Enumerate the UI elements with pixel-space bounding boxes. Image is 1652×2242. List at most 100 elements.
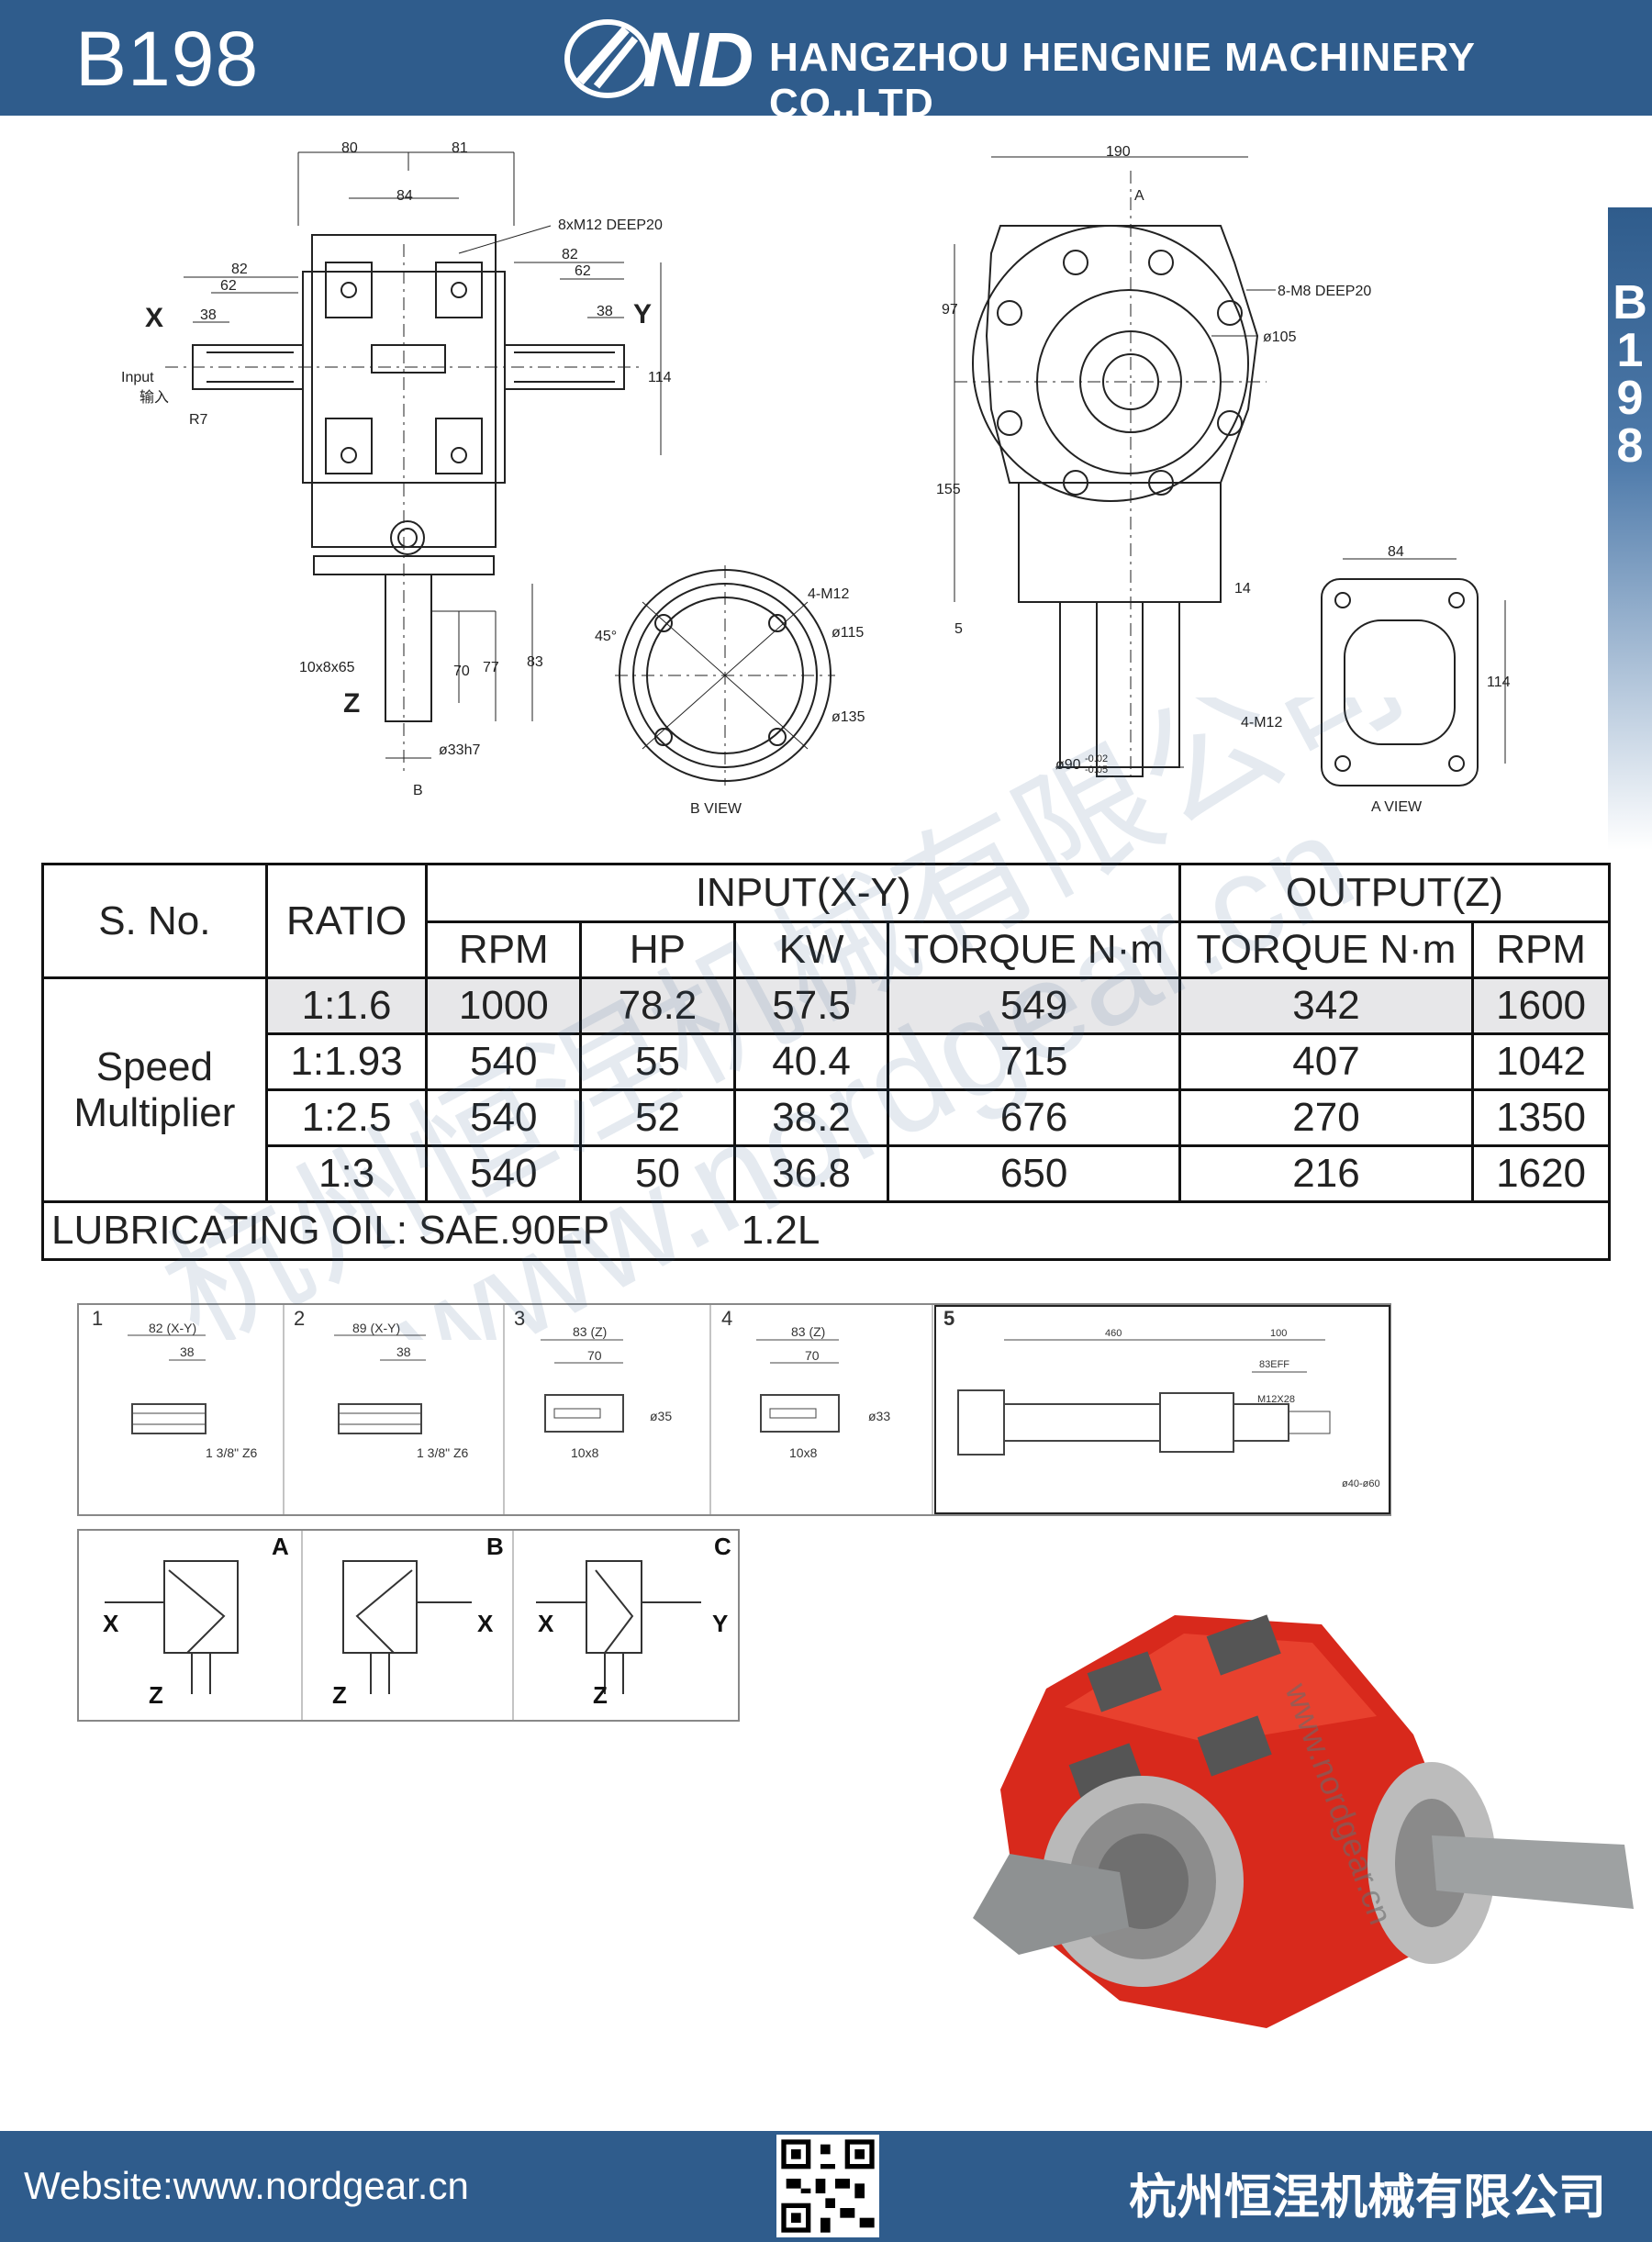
front-dim-15: 77 <box>483 660 499 675</box>
front-dim-11: 114 <box>648 370 672 385</box>
front-dim-3: 84 <box>396 188 413 204</box>
side-dim-6: 155 <box>936 482 961 497</box>
axis-y-label: Y <box>633 299 652 329</box>
header-kw: KW <box>732 920 890 979</box>
cell-rpm: 1000 <box>425 976 583 1035</box>
shaft-option-5-thread: M12X28 <box>1257 1394 1295 1405</box>
bview-dim-2: 45° <box>595 629 617 644</box>
side-tab-char: 9 <box>1616 372 1644 425</box>
cell-torque-in: 650 <box>887 1144 1181 1203</box>
technical-drawings: 80 81 84 8xM12 DEEP20 82 62 38 82 62 38 … <box>121 140 1511 817</box>
shaft-option-2-mid: 38 <box>396 1344 411 1359</box>
cell-rpm-out: 1042 <box>1471 1032 1611 1091</box>
aview-dim-1: 84 <box>1388 544 1404 560</box>
cell-torque-out: 342 <box>1178 976 1475 1035</box>
shaft-option-4-key: 10x8 <box>789 1445 818 1460</box>
header-torque-in: TORQUE N·m <box>887 920 1181 979</box>
shaft-option-5-a: 460 <box>1105 1328 1122 1339</box>
cell-torque-in: 676 <box>887 1088 1181 1147</box>
cell-rpm: 540 <box>425 1144 583 1203</box>
shaft-option-4-dia: ø33 <box>868 1409 890 1423</box>
table-row: Speed Multiplier 1:1.6 1000 78.2 57.5 54… <box>41 976 1611 1203</box>
cell-hp: 52 <box>579 1088 736 1147</box>
side-dim-3: 8-M8 DEEP20 <box>1278 284 1371 299</box>
front-dim-6: 62 <box>220 278 237 294</box>
direction-b-axis-1: X <box>477 1610 494 1637</box>
direction-c-letter: C <box>714 1533 731 1560</box>
bview-dim-3: ø115 <box>832 625 864 641</box>
front-dim-18: B <box>413 783 423 798</box>
cell-rpm: 540 <box>425 1032 583 1091</box>
header-sno: S. No. <box>41 863 268 979</box>
front-dim-10: 38 <box>597 304 613 319</box>
lubricating-oil-row: LUBRICATING OIL: SAE.90EP 1.2L <box>41 1200 1611 1261</box>
shaft-option-num-1: 1 <box>92 1307 103 1330</box>
shaft-option-num-5: 5 <box>943 1307 954 1330</box>
cell-hp: 50 <box>579 1144 736 1203</box>
cell-ratio: 1:1.6 <box>264 976 429 1035</box>
cell-ratio: 1:3 <box>264 1144 429 1203</box>
front-dim-1: 80 <box>341 140 358 156</box>
front-dim-17: ø33h7 <box>439 742 480 758</box>
front-dim-5: 82 <box>231 262 248 277</box>
header-hp: HP <box>579 920 736 979</box>
axis-z-label: Z <box>343 688 360 719</box>
website-link[interactable]: Website:www.nordgear.cn <box>24 2164 469 2207</box>
side-dim-1: 190 <box>1106 144 1131 160</box>
cell-rpm: 540 <box>425 1088 583 1147</box>
shaft-option-1-top: 82 (X-Y) <box>149 1321 196 1335</box>
group-label: Speed Multiplier <box>41 976 268 1203</box>
shaft-option-5-b: 100 <box>1270 1328 1287 1339</box>
aview-dim-3: 4-M12 <box>1241 715 1282 731</box>
header-rpm: RPM <box>425 920 583 979</box>
cell-rpm-out: 1620 <box>1471 1144 1611 1203</box>
direction-c-axis-3: Z <box>593 1681 608 1709</box>
direction-a-axis-1: X <box>103 1610 119 1637</box>
company-name-en: HANGZHOU HENGNIE MACHINERY CO.,LTD <box>769 35 1476 126</box>
side-dim-2: A <box>1134 188 1144 204</box>
axis-x-label: X <box>145 303 163 333</box>
shaft-option-5-c: 83EFF <box>1259 1359 1289 1370</box>
direction-a-axis-2: Z <box>149 1681 163 1709</box>
front-dim-9: 62 <box>575 263 591 279</box>
cell-rpm-out: 1350 <box>1471 1088 1611 1147</box>
spec-table: S. No. RATIO INPUT(X-Y) OUTPUT(Z) RPM HP… <box>41 863 1612 1261</box>
side-tab-char: 1 <box>1616 324 1644 377</box>
a-view-drawing: 84 114 4-M12 A VIEW <box>1241 544 1511 815</box>
shaft-options-panel: 1 82 (X-Y) 38 1 3/8" Z6 2 89 (X-Y) 38 1 … <box>77 1303 1391 1516</box>
cell-kw: 57.5 <box>732 976 890 1035</box>
cell-torque-out: 407 <box>1178 1032 1475 1091</box>
front-dim-12: R7 <box>189 412 208 428</box>
cell-hp: 78.2 <box>579 976 736 1035</box>
cell-torque-out: 270 <box>1178 1088 1475 1147</box>
cell-kw: 38.2 <box>732 1088 890 1147</box>
front-dim-2: 81 <box>452 140 468 156</box>
side-dim-4: ø105 <box>1263 329 1297 345</box>
front-dim-16: 83 <box>527 654 543 670</box>
shaft-option-3-top: 83 (Z) <box>573 1324 607 1339</box>
front-dim-13: 10x8x65 <box>299 660 355 675</box>
shaft-option-4-mid: 70 <box>805 1348 820 1363</box>
front-dim-4: 8xM12 DEEP20 <box>558 218 663 233</box>
front-dim-14: 70 <box>453 664 470 679</box>
shaft-option-4-top: 83 (Z) <box>791 1324 825 1339</box>
cell-ratio: 1:2.5 <box>264 1088 429 1147</box>
front-dim-7: 38 <box>200 307 217 323</box>
shaft-option-3-dia: ø35 <box>650 1409 672 1423</box>
oil-label: LUBRICATING OIL: SAE.90EP <box>51 1208 609 1253</box>
cell-ratio: 1:1.93 <box>264 1032 429 1091</box>
front-view-drawing: 80 81 84 8xM12 DEEP20 82 62 38 82 62 38 … <box>121 140 672 798</box>
shaft-option-4: 4 83 (Z) 70 ø33 10x8 <box>721 1307 890 1460</box>
shaft-option-num-3: 3 <box>514 1307 525 1330</box>
cell-rpm-out: 1600 <box>1471 976 1611 1035</box>
cell-hp: 55 <box>579 1032 736 1091</box>
b-view-drawing: 4-M12 45° ø115 ø135 B VIEW <box>595 565 865 817</box>
shaft-option-2-spline: 1 3/8" Z6 <box>417 1445 469 1460</box>
header-ratio: RATIO <box>264 863 429 979</box>
bview-dim-1: 4-M12 <box>808 586 849 602</box>
table-row: 1:3 540 50 36.8 650 216 1620 <box>43 1144 1611 1203</box>
header-torque-out: TORQUE N·m <box>1178 920 1475 979</box>
model-number: B198 <box>75 16 260 102</box>
